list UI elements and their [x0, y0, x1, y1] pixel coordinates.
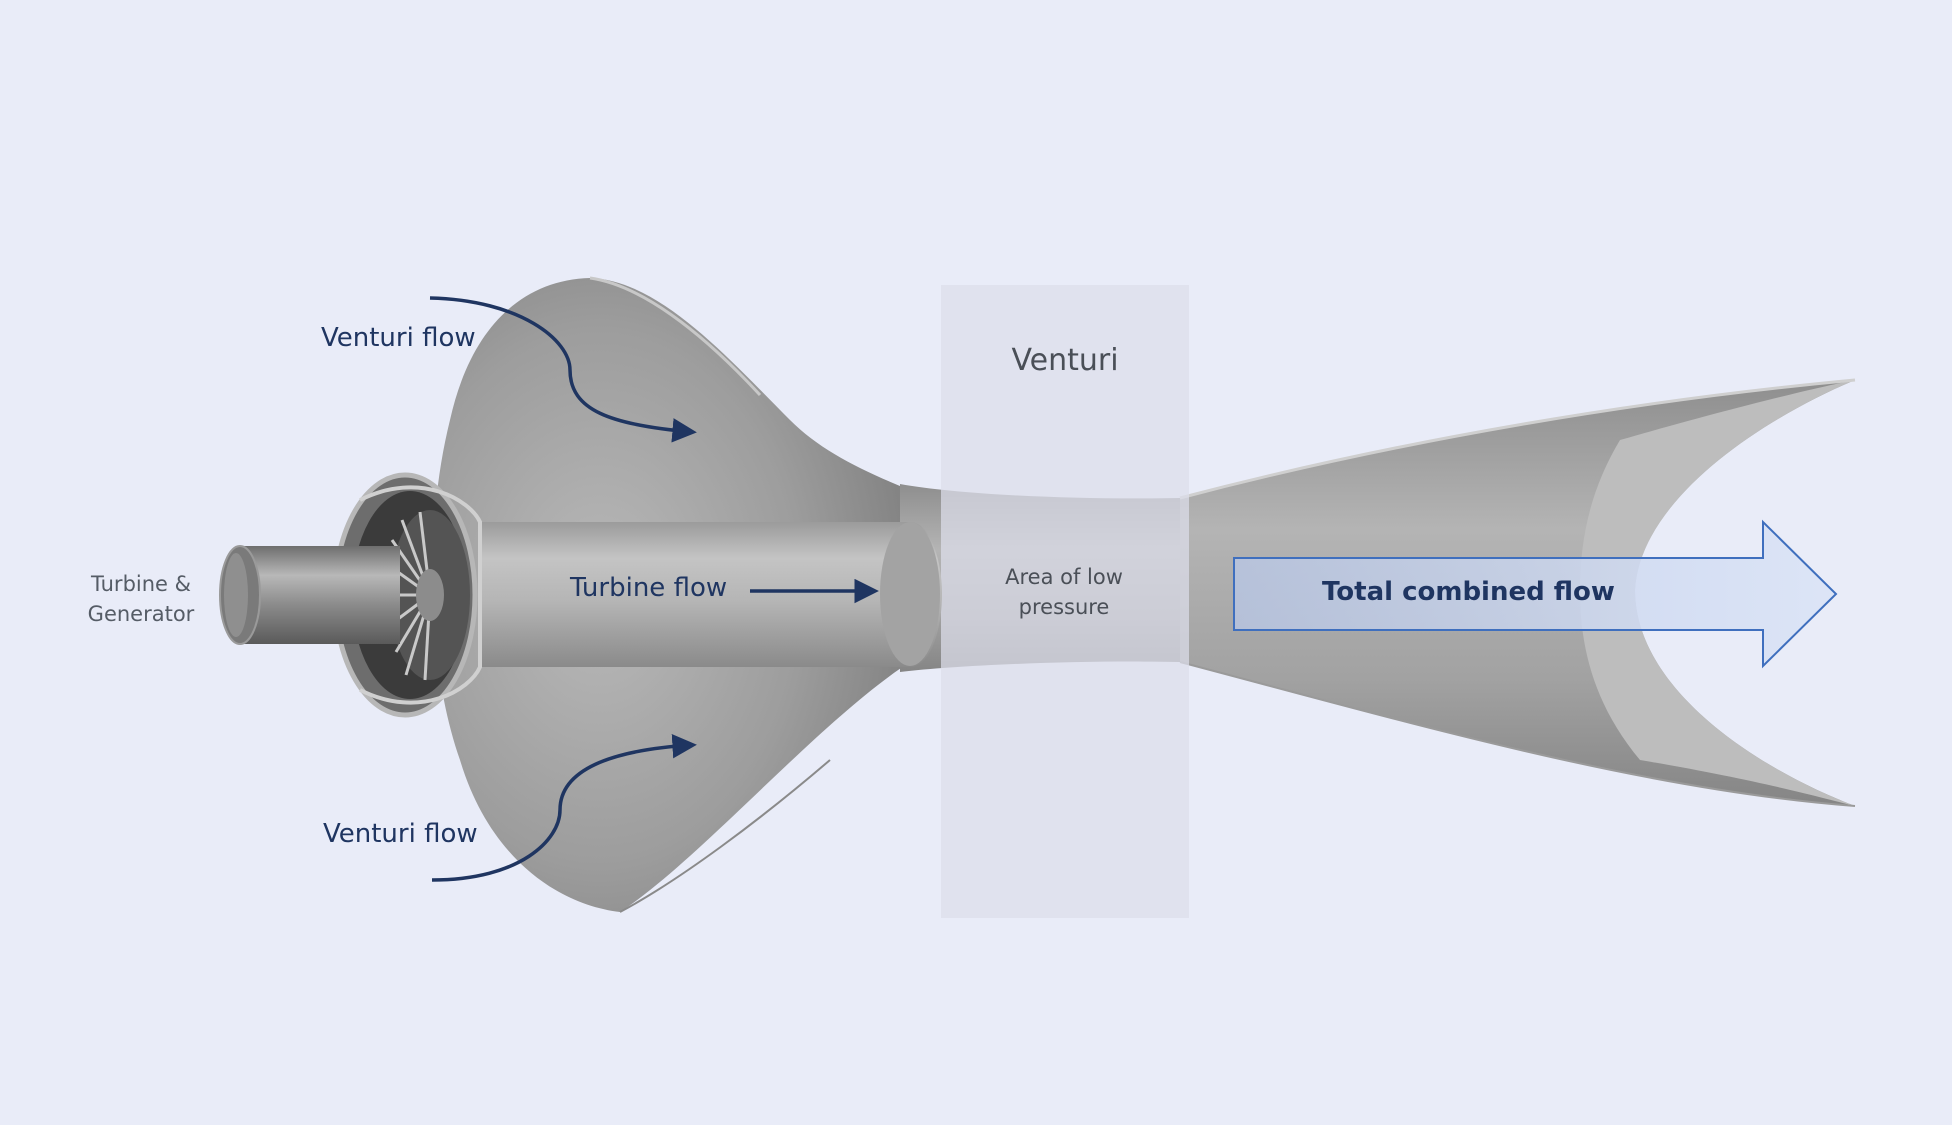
venturi-band [941, 285, 1189, 918]
turbine-flow-label: Turbine flow [570, 573, 728, 603]
venturi-flow-label-bottom: Venturi flow [323, 819, 478, 849]
funnel-rim [589, 276, 762, 397]
cylinder-end [880, 522, 940, 666]
generator-shaft-icon [219, 545, 400, 645]
funnel-rim-bottom [619, 759, 831, 913]
venturi-flow-label-top: Venturi flow [321, 323, 476, 353]
turbine-cylinder [480, 522, 942, 667]
total-combined-flow-label: Total combined flow [1322, 577, 1615, 607]
low-pressure-label: Area of low pressure [1005, 565, 1123, 619]
venturi-flow-arrow-top [429, 296, 697, 443]
venturi-title: Venturi [1011, 343, 1119, 378]
venturi-flow-arrow-bottom [431, 733, 697, 882]
outlet-inner [1580, 380, 1855, 806]
turbine-generator-label: Turbine & Generator [87, 572, 195, 626]
total-combined-flow-arrow [1233, 519, 1838, 669]
outlet-edge-top [1179, 378, 1856, 500]
outlet-edge-bottom [1179, 661, 1856, 807]
